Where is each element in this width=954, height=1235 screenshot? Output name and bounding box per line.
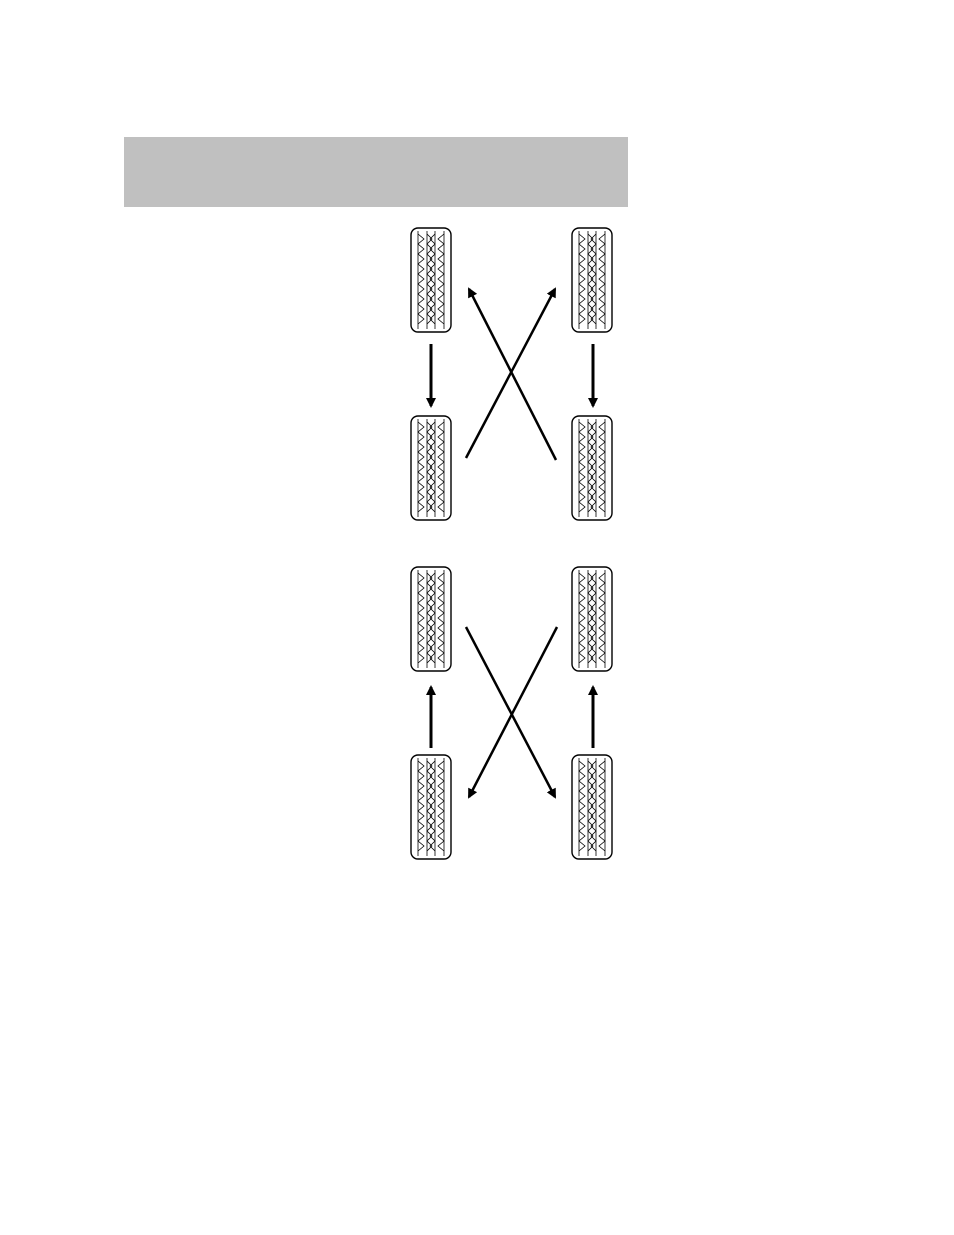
rotation-diagram-top [411, 228, 612, 520]
tire-rear-right [572, 755, 612, 859]
tire-front-left [411, 567, 451, 671]
tire-front-right [572, 228, 612, 332]
tire-rear-left [411, 416, 451, 520]
tire-front-left [411, 228, 451, 332]
arrow-rear-right-to-front-left [469, 289, 556, 460]
arrow-front-left-to-rear-right [466, 627, 555, 797]
tire-rear-left [411, 755, 451, 859]
rotation-diagram-bottom [411, 567, 612, 859]
tire-front-right [572, 567, 612, 671]
arrow-front-right-to-rear-left [469, 627, 557, 797]
tire-rear-right [572, 416, 612, 520]
